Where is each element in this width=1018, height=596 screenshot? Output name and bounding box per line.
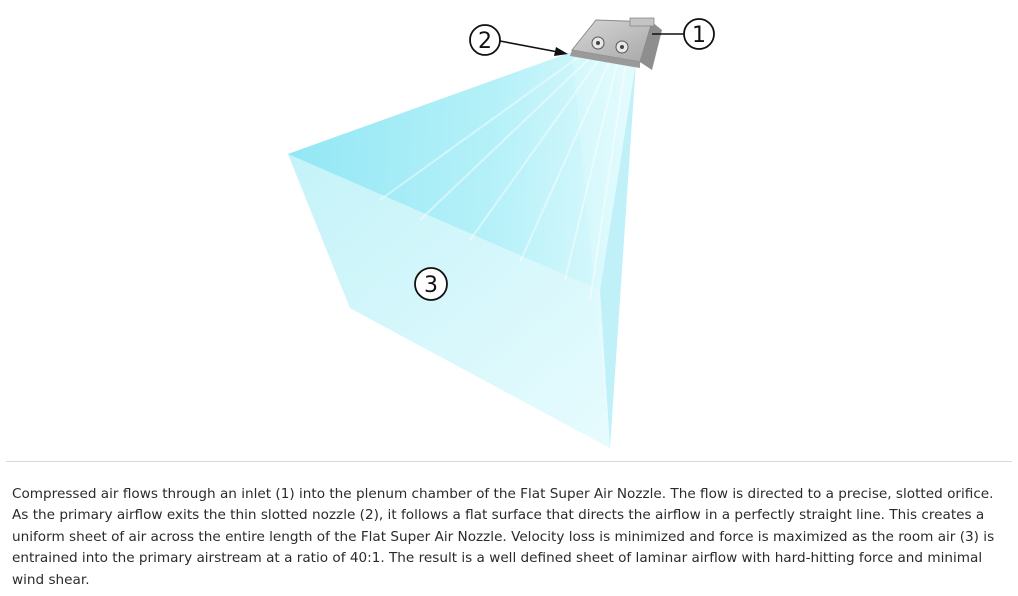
- callout-2-arrowhead: [554, 47, 568, 56]
- airflow-front-face: [288, 154, 610, 448]
- callout-3-circle: [414, 267, 448, 301]
- airflow-right-face: [600, 62, 636, 448]
- nozzle-front-edge: [570, 50, 640, 68]
- callout-2-label: 2: [478, 29, 492, 54]
- callout-1-circle: [683, 18, 715, 50]
- airflow-sheet: [288, 52, 636, 448]
- callout-2: 2: [469, 24, 568, 56]
- callout-1: 1: [652, 18, 715, 50]
- airflow-top-face: [288, 52, 636, 290]
- callout-3: 3: [414, 267, 448, 301]
- callout-1-label: 1: [692, 23, 706, 48]
- nozzle-inlet: [629, 17, 655, 27]
- caption-divider: [6, 461, 1012, 462]
- airflow-diagram: 1 2 3: [288, 17, 715, 448]
- callout-3-label: 3: [424, 273, 438, 298]
- callout-2-circle: [469, 24, 501, 56]
- flow-streaks: [379, 55, 627, 301]
- callout-2-leader: [499, 40, 559, 53]
- diagram-caption: Compressed air flows through an inlet (1…: [12, 485, 995, 588]
